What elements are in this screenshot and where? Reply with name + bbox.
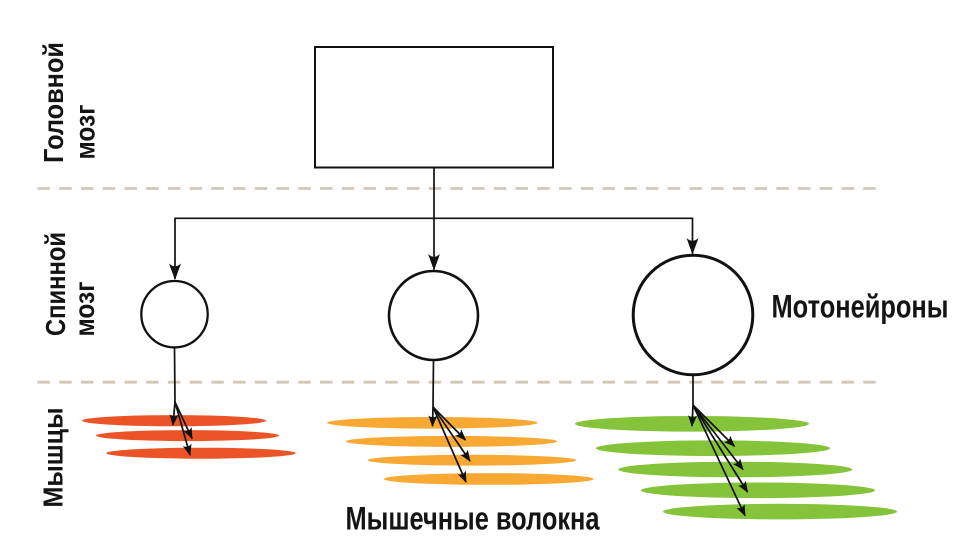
svg-text:Спинной: Спинной bbox=[40, 232, 71, 336]
svg-text:Головной: Головной bbox=[38, 42, 69, 163]
svg-text:мозг: мозг bbox=[69, 282, 100, 337]
svg-text:мозг: мозг bbox=[70, 105, 101, 160]
svg-text:Мышцы: Мышцы bbox=[38, 408, 69, 508]
svg-text:Мотонейроны: Мотонейроны bbox=[772, 289, 949, 325]
svg-text:Мышечные волокна: Мышечные волокна bbox=[346, 501, 600, 537]
